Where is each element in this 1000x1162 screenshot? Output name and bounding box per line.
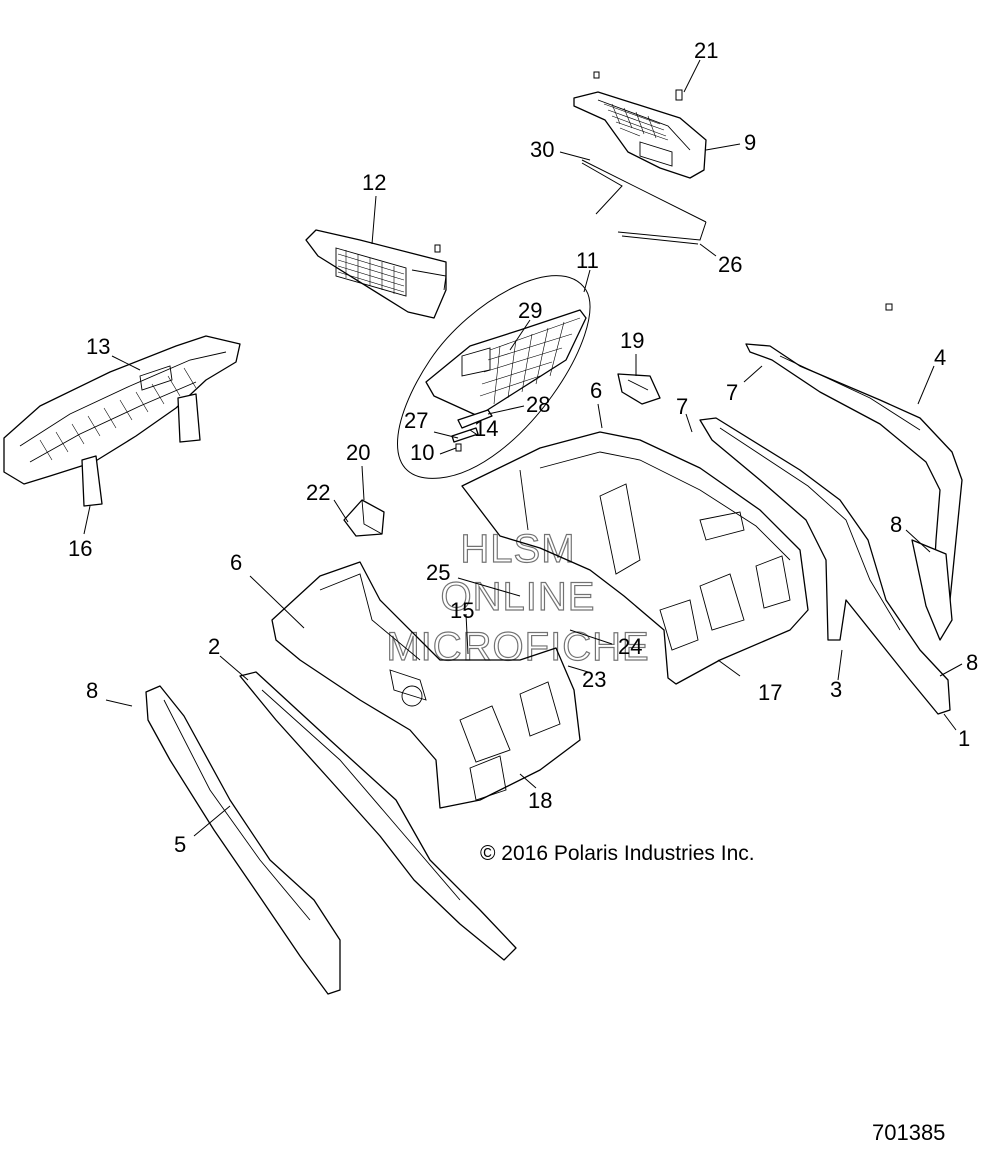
callout-1: 1 (958, 726, 970, 751)
watermark-line-3: MICROFICHE (386, 625, 649, 669)
part-13-rear-panel (3, 335, 241, 507)
callout-9: 9 (744, 130, 756, 155)
callout-21: 21 (694, 38, 718, 63)
callout-16: 16 (68, 536, 92, 561)
part-3-lower-rail (699, 417, 951, 715)
part-19-bracket (617, 373, 661, 405)
leader-lines (83, 59, 963, 837)
callout-labels: 21 30 9 26 12 11 29 13 19 4 7 6 7 28 27 … (68, 38, 978, 857)
callout-3: 3 (830, 677, 842, 702)
callout-5: 5 (174, 832, 186, 857)
part-30-rod (581, 159, 707, 245)
callout-6-lower: 6 (230, 550, 242, 575)
callout-24: 24 (618, 634, 642, 659)
callout-8-right-upper: 8 (890, 512, 902, 537)
callout-6-upper: 6 (590, 378, 602, 403)
callout-8-right-lower: 8 (966, 650, 978, 675)
callout-7-lower: 7 (676, 394, 688, 419)
part-9-rear-trim (573, 91, 707, 179)
callout-13: 13 (86, 334, 110, 359)
copyright-text: © 2016 Polaris Industries Inc. (480, 842, 755, 865)
callout-15: 15 (450, 598, 474, 623)
drawing-number: 701385 (872, 1120, 945, 1145)
part-17-cargo-box (461, 431, 809, 685)
watermark-line-1: HLSM (460, 527, 575, 571)
callout-28: 28 (526, 392, 550, 417)
callout-25: 25 (426, 560, 450, 585)
callout-17: 17 (758, 680, 782, 705)
part-14-bracket (451, 409, 493, 452)
part-2-lower-rail (239, 671, 517, 961)
callout-26: 26 (718, 252, 742, 277)
callout-4: 4 (934, 345, 946, 370)
callout-7-upper: 7 (726, 380, 738, 405)
callout-8-left: 8 (86, 678, 98, 703)
callout-10: 10 (410, 440, 434, 465)
part-29-storage-box (425, 309, 587, 417)
callout-22: 22 (306, 480, 330, 505)
part-12-grille-panel (305, 229, 447, 319)
callout-29: 29 (518, 298, 542, 323)
callout-18: 18 (528, 788, 552, 813)
part-18-cargo-box (271, 561, 581, 809)
part-5-side-rail (145, 685, 341, 995)
part-11-storage-kit-outline (397, 275, 591, 479)
callout-23: 23 (582, 667, 606, 692)
part-8-side-plate-right (911, 539, 953, 641)
callout-30: 30 (530, 137, 554, 162)
watermark-line-2: ONLINE (441, 575, 596, 619)
callout-2: 2 (208, 634, 220, 659)
callout-11: 11 (576, 248, 599, 273)
callout-14: 14 (474, 416, 498, 441)
part-21-bolt (593, 71, 683, 101)
callout-19: 19 (620, 328, 644, 353)
callout-27: 27 (404, 408, 428, 433)
watermark: HLSM ONLINE MICROFICHE (386, 526, 650, 669)
part-20-bracket (343, 499, 385, 537)
callout-20: 20 (346, 440, 370, 465)
callout-12: 12 (362, 170, 386, 195)
